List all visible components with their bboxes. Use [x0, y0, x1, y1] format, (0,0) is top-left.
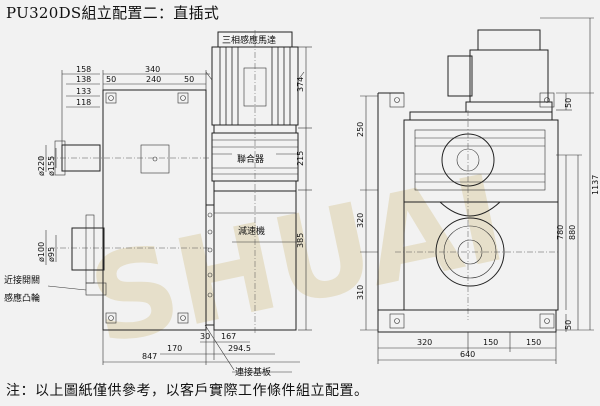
label-reducer: 減速機	[238, 225, 265, 237]
dim-50-left: 50	[106, 75, 116, 84]
dim-340: 340	[145, 65, 160, 74]
dim-880: 880	[568, 225, 577, 240]
dim-50-right-top: 50	[564, 98, 573, 108]
watermark-text: SHUAI	[79, 149, 517, 372]
dim-320-vert: 320	[356, 213, 365, 228]
dim-150-b: 150	[526, 338, 541, 347]
dim-320-horiz: 320	[417, 338, 432, 347]
label-motor: 三相感應馬達	[222, 34, 276, 46]
dim-158: 158	[76, 65, 91, 74]
dim-374: 374	[296, 77, 305, 92]
right-gear-fins	[415, 137, 545, 183]
center-vertical-dims: 374 215 385	[296, 46, 312, 331]
right-left-dims: 250 320 310	[356, 95, 378, 331]
dim-215: 215	[296, 151, 305, 166]
dim-780: 780	[556, 225, 565, 240]
dim-385: 385	[296, 233, 305, 248]
sensing-cam-part	[85, 282, 107, 296]
dim-50-right-bottom: 50	[564, 320, 573, 330]
mounting-holes	[105, 92, 189, 324]
dim-133: 133	[76, 87, 91, 96]
dim-847: 847	[142, 352, 157, 361]
right-motor-terminal	[447, 55, 473, 97]
dim-30: 30	[200, 332, 210, 341]
dim-dia-95: ø95	[47, 247, 56, 262]
right-bottom-dims: 320 150 150 640	[377, 332, 557, 364]
dim-294-5: 294.5	[228, 344, 251, 353]
watermark: SHUAI	[79, 149, 517, 372]
dim-dia-155: ø155	[47, 156, 56, 176]
dim-240: 240	[146, 75, 161, 84]
right-view: 250 320 310 50 780 880 1137 50	[356, 17, 600, 364]
right-motor-body	[469, 49, 549, 103]
dim-150-a: 150	[483, 338, 498, 347]
dim-138: 138	[76, 75, 91, 84]
dim-1137: 1137	[591, 175, 600, 195]
dim-640: 640	[460, 350, 475, 359]
right-base	[377, 309, 557, 333]
dim-dia-100: ø100	[37, 242, 46, 262]
dim-167: 167	[221, 332, 236, 341]
dim-118: 118	[76, 98, 91, 107]
dim-250: 250	[356, 122, 365, 137]
label-sensing-cam: 感應凸輪	[4, 292, 40, 304]
dim-310: 310	[356, 285, 365, 300]
left-diameter-dims: ø220 ø155 ø100 ø95	[37, 145, 57, 265]
left-view: 158 138 133 118 340 50 240 50 ø220 ø155 …	[4, 65, 300, 378]
footnote: 注：以上圖紙僅供參考，以客戶實際工作條件組立配置。	[6, 383, 369, 399]
reducer-body	[213, 190, 297, 331]
dim-50-right: 50	[184, 75, 194, 84]
lower-shaft	[71, 227, 105, 271]
right-motor-cap	[477, 29, 541, 51]
right-right-dims: 50 780 880 1137 50	[540, 17, 600, 332]
motor-fins	[219, 47, 291, 125]
bottom-dimensions: 30 167 170 294.5 847	[102, 330, 300, 365]
drawing-title: PU320DS組立配置二：直插式	[6, 4, 220, 22]
dim-170: 170	[167, 344, 182, 353]
top-dimensions: 158 138 133 118 340 50 240 50	[61, 65, 210, 145]
label-coupling: 聯合器	[237, 153, 264, 165]
bearing-block	[140, 144, 170, 174]
label-proximity-switch: 近接開關	[4, 274, 40, 286]
dim-dia-220: ø220	[37, 156, 46, 176]
center-motor-assembly: 三相感應馬達 聯合器 減速機	[205, 30, 312, 335]
